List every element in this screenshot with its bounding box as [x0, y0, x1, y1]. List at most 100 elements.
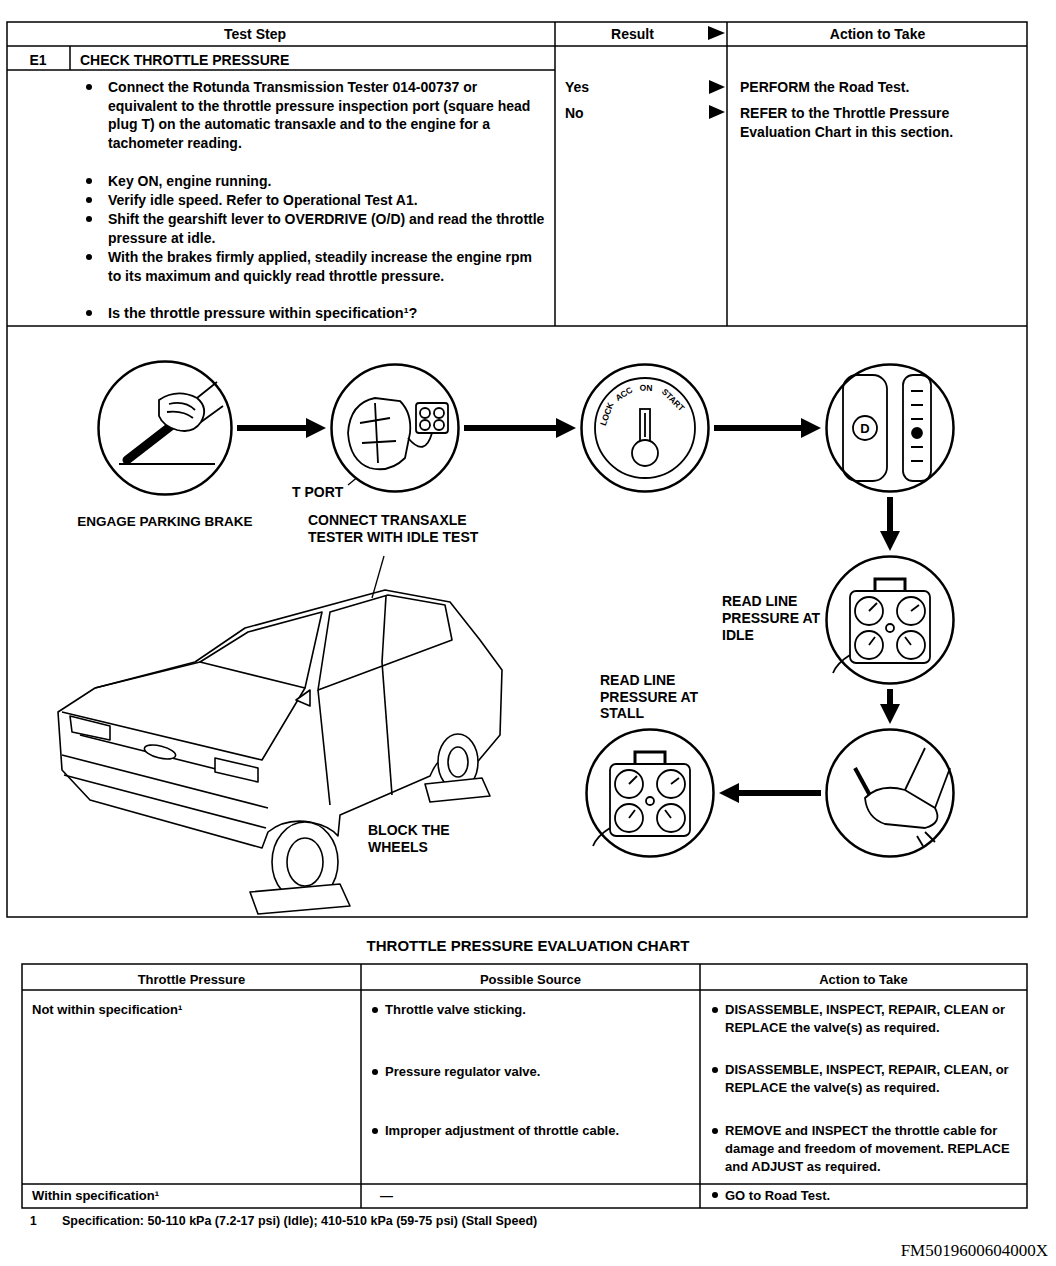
label-text: Not within specification¹ [32, 1001, 352, 1018]
table-text: Within specification¹ [32, 1187, 352, 1204]
bullet-dot [712, 1128, 718, 1134]
icon-part [420, 408, 430, 418]
test-step-table [7, 22, 1027, 917]
table-text: 1 [30, 1213, 45, 1229]
label-text: With the brakes firmly applied, steadily… [108, 248, 548, 285]
step-icon [825, 555, 955, 685]
icon-part [629, 776, 679, 818]
table-rule [726, 22, 728, 326]
bullet-dot [712, 1007, 718, 1013]
table-frame [7, 22, 1027, 917]
icon-part [635, 752, 665, 764]
step-label: ENGAGE PARKING BRAKE [50, 513, 280, 530]
label-text: Connect the Rotunda Transmission Tester … [108, 78, 548, 153]
bullet-dot [372, 1007, 378, 1013]
label-text: DISASSEMBLE, INSPECT, REPAIR, CLEAN, or … [725, 1061, 1020, 1097]
label-text: Shift the gearshift lever to OVERDRIVE (… [108, 210, 548, 247]
door-line [318, 690, 330, 805]
flow-arrow [714, 425, 801, 431]
hood-edge [62, 688, 305, 760]
bullet-dot [86, 84, 92, 90]
table-text: Specification: 50-110 kPa (7.2-17 psi) (… [62, 1213, 962, 1229]
icon-part [420, 420, 430, 430]
circle-outline [587, 730, 714, 857]
bullet-item: Shift the gearshift lever to OVERDRIVE (… [108, 210, 548, 247]
flow-arrow [237, 425, 306, 431]
label-text: THROTTLE PRESSURE EVALUATION CHART [228, 936, 828, 956]
circle-outline [582, 365, 709, 492]
wheel-hub [287, 838, 323, 886]
bullet-item: With the brakes firmly applied, steadily… [108, 248, 548, 285]
table-text: CHECK THROTTLE PRESSURE [80, 51, 550, 69]
icon-drawing [595, 378, 695, 478]
car-illustration [58, 590, 502, 914]
label-text: Improper adjustment of throttle cable. [385, 1122, 690, 1140]
icon-part [886, 624, 894, 632]
bullet-item: GO to Road Test. [725, 1187, 1020, 1204]
bullet-dot [86, 310, 92, 316]
table-rule [22, 1183, 1027, 1185]
bullet-item: DISASSEMBLE, INSPECT, REPAIR, CLEAN or R… [725, 1001, 1020, 1037]
icon-part [843, 375, 887, 481]
icon-part [917, 832, 935, 846]
bumper-line [62, 755, 268, 808]
table-rule [554, 22, 556, 326]
icon-part [912, 428, 922, 438]
table-rule [69, 46, 71, 70]
bumper-line [64, 775, 266, 828]
bullet-item: Verify idle speed. Refer to Operational … [108, 191, 548, 210]
bullet-dot [712, 1192, 718, 1198]
icon-part [644, 413, 646, 437]
window-pillar [382, 596, 386, 662]
table-text: Not within specification¹ [32, 1001, 352, 1018]
table-text: Action to Take [730, 25, 1025, 43]
icon-drawing [593, 752, 690, 846]
icon-part [159, 393, 204, 431]
bullet-item: REMOVE and INSPECT the throttle cable fo… [725, 1122, 1020, 1176]
label-text: DISASSEMBLE, INSPECT, REPAIR, CLEAN or R… [725, 1001, 1020, 1037]
headlight [70, 716, 110, 740]
pointer-triangle [709, 80, 725, 94]
icon-part [416, 403, 448, 433]
door-line [382, 662, 392, 795]
step-circle: READ LINE PRESSURE AT IDLE [825, 555, 955, 685]
step-circle: ENGAGE PARKING BRAKE [97, 360, 233, 496]
flow-arrow [887, 689, 893, 704]
icon-part [869, 603, 919, 645]
icon-drawing [843, 375, 931, 481]
bullet-dot [86, 197, 92, 203]
icon-part [434, 420, 444, 430]
table-text: Test Step [155, 25, 355, 43]
table-text: No [565, 104, 625, 122]
table-text: Throttle Pressure [22, 971, 361, 988]
label-text: — [380, 1187, 420, 1204]
icon-part [905, 748, 950, 808]
flow-arrow [739, 790, 821, 796]
step-circle: LOCKACCONSTART [580, 363, 710, 493]
label-text: Test Step [155, 25, 355, 43]
leader-line [372, 556, 384, 598]
step-circle: D [825, 363, 955, 493]
pointer-triangle [708, 26, 725, 40]
wheel-hub [448, 747, 468, 777]
label-text: Action to Take [730, 25, 1025, 43]
label-text: Specification: 50-110 kPa (7.2-17 psi) (… [62, 1213, 962, 1229]
flow-arrow [464, 425, 556, 431]
icon-part [632, 440, 658, 466]
step-label: READ LINE PRESSURE AT IDLE [722, 593, 822, 644]
step-label: ON [640, 384, 653, 393]
step-circle: T PORTCONNECT TRANSAXLE TESTER WITH IDLE… [330, 363, 460, 493]
icon-part [640, 409, 650, 441]
label-text: Result [560, 25, 705, 43]
windshield [200, 612, 322, 688]
label-text: Possible Source [361, 971, 700, 988]
table-text: PERFORM the Road Test. [740, 78, 1020, 96]
step-circle [825, 728, 955, 858]
step-icon [580, 363, 710, 493]
table-text: — [380, 1187, 420, 1204]
hood-line [95, 662, 200, 688]
label-text: Throttle valve sticking. [385, 1001, 690, 1019]
icon-part [167, 403, 195, 418]
label-text: Is the throttle pressure within specific… [108, 304, 548, 323]
